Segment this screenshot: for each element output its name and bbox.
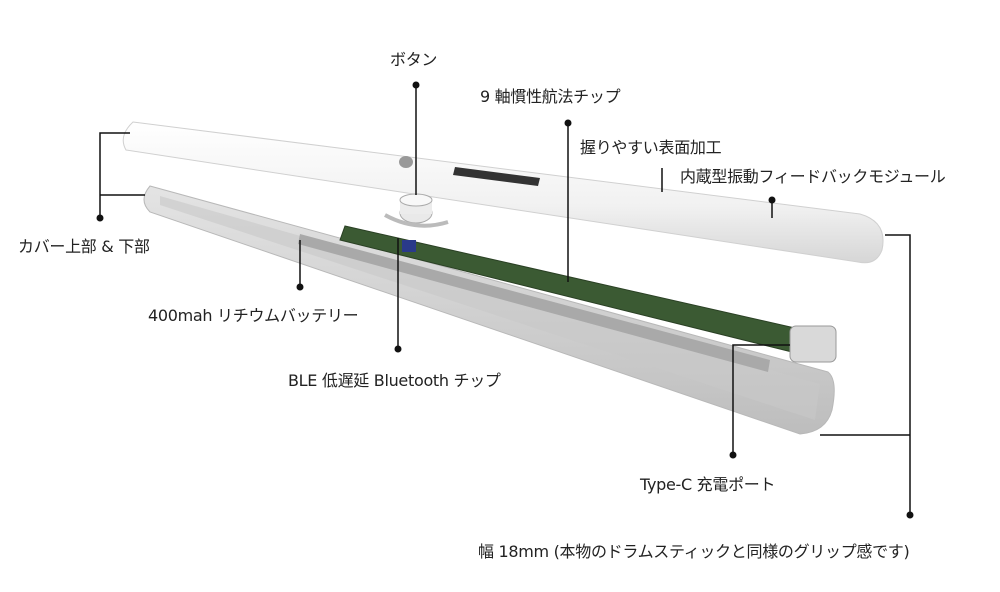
typec-marker (729, 451, 737, 459)
label-typec: Type-C 充電ポート (640, 475, 776, 494)
logo-mark (453, 167, 540, 186)
button-marker (412, 81, 420, 89)
imu-marker (564, 119, 572, 127)
battery-marker (296, 283, 304, 291)
ble-marker (394, 345, 402, 353)
cover-hole (399, 156, 413, 168)
width-marker (906, 511, 914, 519)
label-ble: BLE 低遅延 Bluetooth チップ (288, 371, 501, 390)
label-button: ボタン (390, 50, 438, 69)
top-cover (122, 121, 884, 264)
usb-c-connector (789, 325, 837, 363)
ble-chip (402, 240, 416, 252)
battery (298, 234, 770, 372)
label-grip: 握りやすい表面加工 (580, 138, 722, 157)
label-battery: 400mah リチウムバッテリー (148, 306, 359, 325)
label-width: 幅 18mm (本物のドラムスティックと同様のグリップ感です) (478, 542, 910, 561)
vibration-marker (768, 196, 776, 204)
label-imu: 9 軸慣性航法チップ (480, 87, 621, 106)
cover-marker (96, 214, 104, 222)
label-cover: カバー上部 & 下部 (18, 237, 150, 256)
leader-lines (99, 85, 911, 515)
label-vibration: 内蔵型振動フィードバックモジュール (680, 167, 946, 186)
